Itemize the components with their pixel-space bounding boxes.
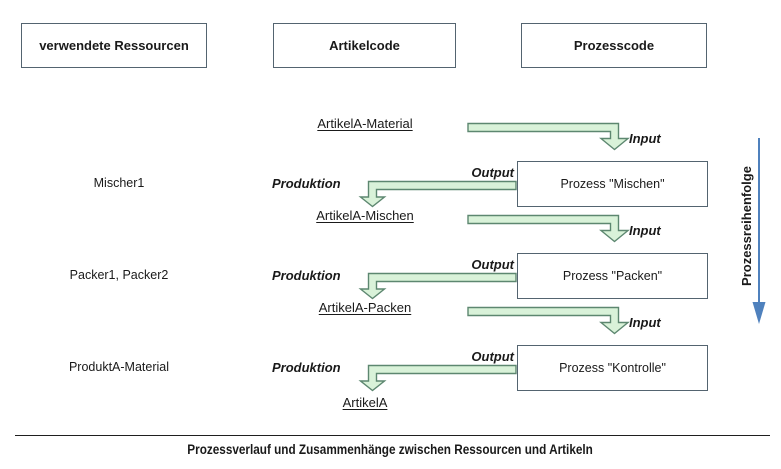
article-label-material: ArtikelA-Material xyxy=(317,116,413,131)
resource-label-produkt: ProduktA-Material xyxy=(68,360,170,374)
process-box-kontrolle: Prozess "Kontrolle" xyxy=(517,345,708,391)
sequence-arrow-head-icon xyxy=(752,302,766,324)
article-label-final: ArtikelA xyxy=(342,395,388,410)
process-box-mischen: Prozess "Mischen" xyxy=(517,161,708,207)
output-arrow-icon xyxy=(358,180,517,208)
output-label: Output xyxy=(471,257,514,272)
header-box-articlecode: Artikelcode xyxy=(273,23,456,68)
resource-label-mischer: Mischer1 xyxy=(93,176,145,190)
diagram-caption: Prozessverlauf und Zusammenhänge zwische… xyxy=(187,442,594,457)
sequence-label: Prozessreihenfolge xyxy=(739,166,754,286)
output-label: Output xyxy=(471,349,514,364)
output-arrow-icon xyxy=(358,272,517,300)
header-box-resources: verwendete Ressourcen xyxy=(21,23,207,68)
output-label: Output xyxy=(471,165,514,180)
input-label: Input xyxy=(629,131,661,146)
article-label-packen: ArtikelA-Packen xyxy=(318,300,412,315)
header-box-processcode: Prozesscode xyxy=(521,23,707,68)
input-label: Input xyxy=(629,315,661,330)
article-label-mischen: ArtikelA-Mischen xyxy=(316,208,414,223)
production-label: Produktion xyxy=(272,176,341,191)
input-arrow-icon xyxy=(467,306,630,335)
resource-label-packer: Packer1, Packer2 xyxy=(69,268,169,282)
caption-divider xyxy=(15,435,770,436)
input-label: Input xyxy=(629,223,661,238)
production-label: Produktion xyxy=(272,268,341,283)
input-arrow-icon xyxy=(467,122,630,151)
output-arrow-icon xyxy=(358,364,517,392)
production-label: Produktion xyxy=(272,360,341,375)
input-arrow-icon xyxy=(467,214,630,243)
caption-row: Prozessverlauf und Zusammenhänge zwische… xyxy=(0,441,781,459)
process-box-packen: Prozess "Packen" xyxy=(517,253,708,299)
